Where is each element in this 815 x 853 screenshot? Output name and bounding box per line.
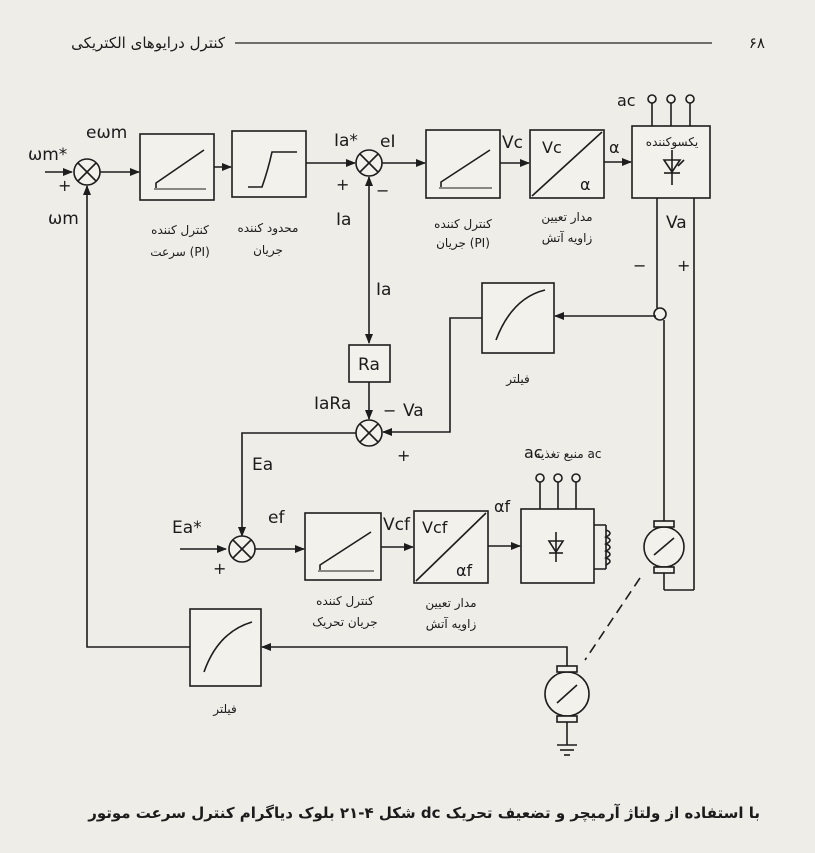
running-title: کنترل درایوهای الکتریکی — [71, 34, 226, 52]
current-pi-label-1: کنترل کننده — [434, 217, 492, 232]
speed-pi-block — [139, 133, 215, 201]
current-limiter-label-1: محدود کننده — [238, 221, 299, 236]
label-alphaf-out: αf — [494, 497, 511, 516]
field-rectifier-block — [520, 508, 595, 584]
ac-terminals-top — [647, 94, 695, 126]
label-plus-3: + — [397, 446, 410, 465]
page-number: ۶۸ — [749, 34, 765, 52]
firing-a-label-1: مدار تعیین — [541, 210, 592, 225]
label-armature-voltage: Va — [666, 213, 687, 233]
label-alphaf-in-box: αf — [456, 561, 473, 580]
current-limiter-label-2: جریان — [253, 243, 283, 258]
firing-circuit-armature — [529, 129, 605, 199]
label-field-control-out: Vcf — [383, 515, 411, 535]
label-alpha-out: α — [609, 138, 620, 157]
current-limiter-block — [231, 130, 307, 198]
label-iara: IaRa — [314, 394, 351, 414]
label-speed-error: eωm — [86, 123, 127, 143]
sum-junction-emf — [355, 419, 383, 447]
label-minus-va: − — [633, 256, 646, 275]
arrow-tacho-to-filter — [261, 643, 568, 666]
current-pi-block — [425, 129, 501, 199]
label-speed-ref: ωm* — [28, 145, 67, 165]
field-winding-coil — [604, 529, 611, 566]
armature-resistance-block — [348, 344, 391, 383]
filter-low-label: فیلتر — [212, 702, 237, 717]
current-pi-label-2: جریان (PI) — [436, 236, 490, 251]
label-minus-2: − — [376, 181, 389, 200]
firing-f-label-2: زاویه آتش — [426, 616, 477, 632]
field-pi-label-2: جریان تحریک — [312, 615, 377, 630]
label-speed-feedback: ωm — [48, 209, 79, 229]
label-control-voltage-out: Vc — [502, 133, 523, 153]
label-current-ref: Ia* — [334, 131, 358, 151]
arrow-filter-out — [382, 317, 482, 436]
sum-junction-field — [228, 535, 256, 563]
label-field-error: ef — [268, 508, 285, 528]
filter-mid-label: فیلتر — [505, 372, 530, 387]
field-pi-block — [304, 512, 382, 581]
label-ra: Ra — [358, 355, 380, 375]
voltage-filter-block — [481, 282, 555, 354]
label-alpha-in-box: α — [580, 175, 591, 194]
rectifier-label: یکسوکننده — [646, 135, 698, 150]
label-current-down: Ia — [376, 280, 391, 300]
firing-f-label-1: مدار تعیین — [425, 596, 476, 611]
label-ea: Ea — [252, 455, 273, 475]
sum-junction-current — [355, 149, 383, 177]
firing-circuit-field — [413, 510, 489, 584]
figure-caption: شکل ۴-۲۱ بلوک دیاگرام کنترل سرعت موتور d… — [87, 804, 760, 823]
mechanical-coupling — [584, 577, 641, 661]
label-current-error: eI — [380, 132, 395, 152]
label-current-feedback: Ia — [336, 210, 351, 230]
label-minus-3: − — [383, 401, 396, 420]
supply-ac-label: منبع تغذیه ac — [535, 447, 602, 461]
speed-pi-label-1: کنترل کننده — [151, 223, 209, 238]
label-ea-ref: Ea* — [172, 518, 202, 538]
field-pi-label-1: کنترل کننده — [316, 594, 374, 609]
label-field-control-in: Vcf — [422, 518, 448, 537]
label-plus-4: + — [213, 559, 226, 578]
label-control-voltage-in: Vc — [542, 138, 562, 157]
sum-junction-speed — [73, 158, 101, 186]
label-va-in: Va — [403, 401, 424, 421]
arrow-speed-feedback — [83, 185, 190, 648]
speed-filter-block — [189, 608, 262, 687]
arrow-emf-feedback — [238, 432, 356, 537]
label-plus-1: + — [58, 176, 71, 195]
speed-pi-label-2: سرعت (PI) — [150, 245, 210, 260]
field-winding-leads — [594, 524, 607, 570]
firing-a-label-2: زاویه آتش — [542, 230, 593, 246]
sense-node — [653, 307, 667, 321]
label-ac-field: ac — [524, 443, 543, 462]
label-plus-va: + — [677, 256, 690, 275]
label-ac-top: ac — [617, 91, 636, 110]
tachometer — [544, 665, 590, 756]
ac-terminals-field — [535, 473, 581, 509]
label-plus-2: + — [336, 175, 349, 194]
dc-motor — [643, 508, 685, 590]
